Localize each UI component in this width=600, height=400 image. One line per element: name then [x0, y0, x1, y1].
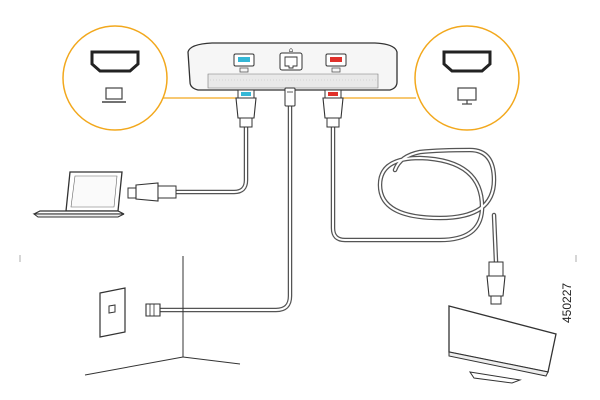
wall-jack	[99, 287, 126, 338]
figure-id: 450227	[560, 282, 574, 324]
hdmi-port-icon	[90, 50, 140, 73]
wall	[84, 256, 241, 376]
hub-device: ⌂	[187, 42, 398, 91]
monitor-icon	[457, 87, 477, 105]
display	[448, 305, 557, 384]
hdmi-port-icon	[442, 50, 492, 73]
hdmi-plug-laptop-end	[127, 182, 177, 202]
hub-port-hdmi-laptop	[233, 53, 255, 73]
laptop-icon	[102, 87, 126, 103]
cable-laptop	[173, 123, 249, 195]
callout-display-port	[414, 25, 520, 131]
callout-laptop-port	[62, 25, 168, 131]
hub-port-hdmi-display	[325, 53, 347, 73]
ethernet-plug-hub	[284, 87, 296, 107]
cable-display	[330, 123, 499, 265]
cable-ethernet	[157, 103, 293, 313]
hdmi-plug-display-hub	[322, 89, 344, 128]
hub-port-ethernet: ⌂	[279, 46, 303, 71]
hdmi-plug-display-end	[486, 261, 506, 305]
laptop	[32, 171, 125, 218]
ethernet-plug-wall	[145, 303, 161, 317]
hdmi-plug-laptop-hub	[235, 89, 257, 128]
svg-text:⌂: ⌂	[289, 46, 293, 54]
